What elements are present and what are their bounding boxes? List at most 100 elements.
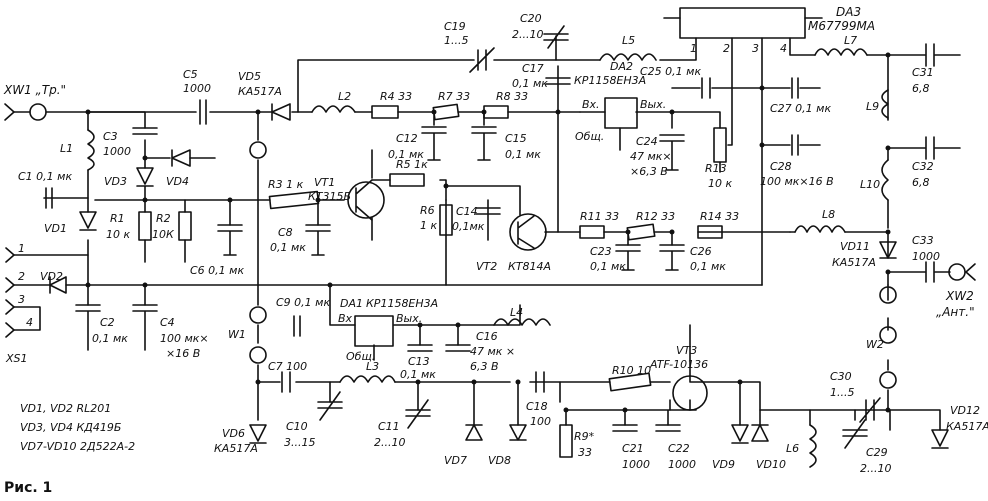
da3-part: M67799MA [808,19,875,33]
c12-value: 0,1 мк [388,148,424,161]
r5-label: R5 1к [396,158,428,171]
vd4-label: VD4 [166,175,189,188]
c4-value: 100 мк× [160,332,209,345]
c28-value: 100 мк×16 В [760,175,834,188]
vd6-label: VD6 [222,427,245,440]
c2-symbol [75,304,101,351]
l7-label: L7 [844,34,857,47]
vd12-part: КА517А [946,420,988,433]
figure-label: Рис. 1 [4,480,52,496]
vt1-symbol [347,181,385,219]
vd10-label: VD10 [756,458,786,471]
r3-label: R3 1 к [268,178,304,191]
w1-top-symbol [249,141,267,159]
c33-label: C33 [912,234,934,247]
l2-label: L2 [338,90,351,103]
r9-value: 33 [578,446,592,459]
da2-in: Вх. [582,98,600,111]
r12-symbol [626,223,656,241]
c16-label: C16 [476,330,498,343]
c31-label: C31 [912,66,934,79]
c12-symbol [421,126,447,161]
da1-out: Вых. [396,312,422,325]
vd12-label: VD12 [950,404,980,417]
c31-symbol [925,43,935,67]
r6-symbol [439,204,453,236]
c28-label: C28 [770,160,792,173]
vd3-symbol [136,167,154,187]
c18-symbol [535,371,545,393]
c4-label: C4 [160,316,175,329]
l5-symbol [599,53,657,61]
r10-label: R10 10 [612,364,651,377]
xw2-connector-symbol [948,263,966,281]
c33-value: 1000 [912,250,940,263]
da1-label: DA1 [340,297,363,310]
labels: XW1 „Тр." L1 C1 0,1 мк VD1 C3 1000 VD3 V… [3,5,988,496]
r6-label: R6 [420,204,435,217]
vd8-label: VD8 [488,454,511,467]
c4-symbol [132,304,158,351]
l8-label: L8 [822,208,835,221]
r13-label: R13 [705,162,727,175]
xs1-label: XS1 [5,352,28,365]
xw2-label: XW2 [945,289,974,303]
c11-label: C11 [378,420,400,433]
c29-symbol [842,419,868,449]
c26-symbol [659,244,685,271]
da3-chip [679,7,806,39]
l9-symbol [881,89,889,119]
c1-symbol [45,187,53,209]
r2-label: R2 [156,212,171,225]
c29-value: 2...10 [860,462,892,475]
xs1-pin3: 3 [18,293,25,306]
vd5-label: VD5 [238,70,261,83]
xs1-pin1: 1 [18,242,25,255]
vt3-label: VT3 [676,344,697,357]
r4-symbol [371,105,399,119]
c19-value: 1...5 [444,34,469,47]
c21-value: 1000 [622,458,650,471]
vd9-label: VD9 [712,458,735,471]
r4-label: R4 33 [380,90,412,103]
c17-label: C17 [522,62,544,75]
c27-symbol [791,77,799,99]
c23-value: 0,1 мк [590,260,626,273]
vd11-part: КА517А [832,256,876,269]
c30-label: C30 [830,370,852,383]
c9-symbol [293,315,301,337]
vd2-symbol [49,276,67,294]
c20-label: C20 [520,12,542,25]
c7-symbol [281,371,291,393]
c3-label: C3 [103,130,118,143]
c27-label: C27 0,1 мк [770,102,831,115]
c20-symbol [543,25,569,49]
r14-label: R14 33 [700,210,739,223]
vd5-part: КА517А [238,85,282,98]
c6-symbol [217,224,243,256]
vd6-part: КА517А [214,442,258,455]
l9-label: L9 [866,100,879,113]
w1-bottom-symbol [249,346,267,364]
c17-symbol [545,77,571,85]
wires [13,35,961,431]
c32-label: C32 [912,160,934,173]
da3-pin1: 1 [690,42,697,55]
r3-symbol [268,190,320,210]
c14-symbol [475,207,501,215]
w2-top-symbol [879,286,897,304]
da1-chip [354,315,394,347]
da1-gnd: Общ. [346,350,375,363]
c7-label: C7 100 [268,360,307,373]
c19-symbol [469,47,495,73]
r12-label: R12 33 [636,210,675,223]
c12-label: C12 [396,132,418,145]
c22-symbol [655,424,681,432]
r7-label: R7 33 [438,90,470,103]
c22-label: C22 [668,442,690,455]
c16-value: 47 мк × [470,345,515,358]
r10-symbol [608,372,652,392]
xw1-connector-symbol [29,103,47,121]
r8-label: R8 33 [496,90,528,103]
